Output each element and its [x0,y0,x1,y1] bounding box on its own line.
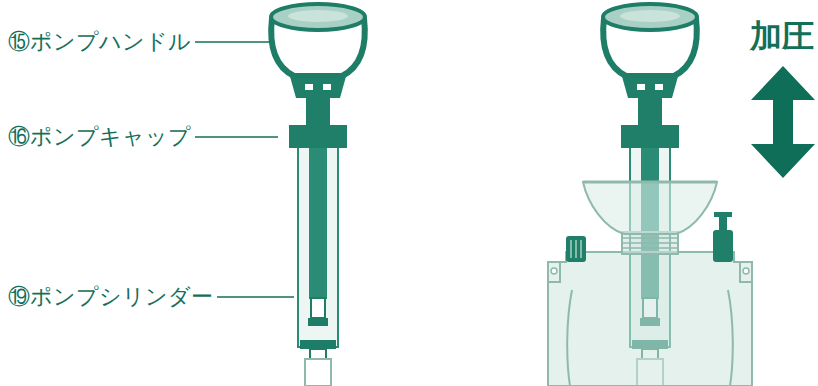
leader-line [195,41,270,43]
part-label: ⑯ポンプキャップ [8,124,191,150]
part-label: ⑲ポンプシリンダー [8,284,213,310]
leader-line [217,296,294,298]
action-label: 加圧 [750,17,814,55]
part-label: ⑮ポンプハンドル [8,29,191,55]
leader-line [195,136,278,138]
